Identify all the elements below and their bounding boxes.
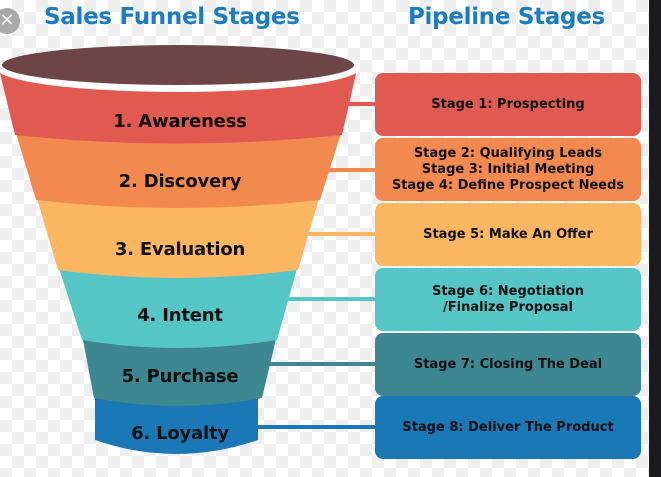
funnel-segment-discovery	[15, 130, 342, 208]
funnel-title: Sales Funnel Stages	[44, 4, 300, 30]
stage-line: Stage 4: Define Prospect Needs	[391, 177, 625, 193]
funnel-segment-evaluation	[36, 195, 320, 278]
stage-line: Stage 8: Deliver The Product	[402, 419, 614, 435]
pipeline-title: Pipeline Stages	[408, 4, 605, 30]
funnel-label-awareness: 1. Awareness	[113, 111, 247, 132]
stage-line: Stage 7: Closing The Deal	[413, 356, 603, 372]
stage-line: Stage 6: Negotiation	[431, 283, 584, 299]
funnel-label-discovery: 2. Discovery	[118, 171, 242, 192]
stage-line: Stage 5: Make An Offer	[423, 226, 593, 242]
funnel-label-evaluation: 3. Evaluation	[114, 239, 246, 260]
funnel-segment-purchase	[82, 335, 277, 406]
stage-line: /Finalize Proposal	[442, 299, 573, 315]
funnel-opening	[2, 45, 354, 85]
close-icon[interactable]: ✕	[0, 8, 20, 34]
connector-line	[306, 232, 377, 236]
pipeline-stage-8: Stage 8: Deliver The Product	[375, 396, 641, 459]
pipeline-stages-2-4: Stage 2: Qualifying Leads Stage 3: Initi…	[375, 138, 641, 201]
connector-line	[264, 362, 377, 366]
stage-line: Stage 2: Qualifying Leads	[413, 145, 603, 161]
funnel-label-intent: 4. Intent	[137, 305, 223, 326]
pipeline-stage-1: Stage 1: Prospecting	[375, 73, 641, 136]
stage-line: Stage 1: Prospecting	[431, 96, 585, 112]
window-edge	[649, 0, 661, 477]
funnel-label-loyalty: 6. Loyalty	[131, 423, 229, 444]
connector-line	[345, 102, 377, 106]
connector-line	[258, 425, 377, 429]
connector-line	[328, 168, 377, 172]
stage-line: Stage 3: Initial Meeting	[421, 161, 595, 177]
pipeline-stage-5: Stage 5: Make An Offer	[375, 203, 641, 266]
connector-line	[284, 297, 377, 301]
funnel-label-purchase: 5. Purchase	[121, 366, 239, 387]
pipeline-stage-7: Stage 7: Closing The Deal	[375, 333, 641, 396]
funnel-graphic	[0, 44, 360, 454]
pipeline-stage-6: Stage 6: Negotiation /Finalize Proposal	[375, 268, 641, 331]
funnel-segment-intent	[58, 265, 298, 348]
